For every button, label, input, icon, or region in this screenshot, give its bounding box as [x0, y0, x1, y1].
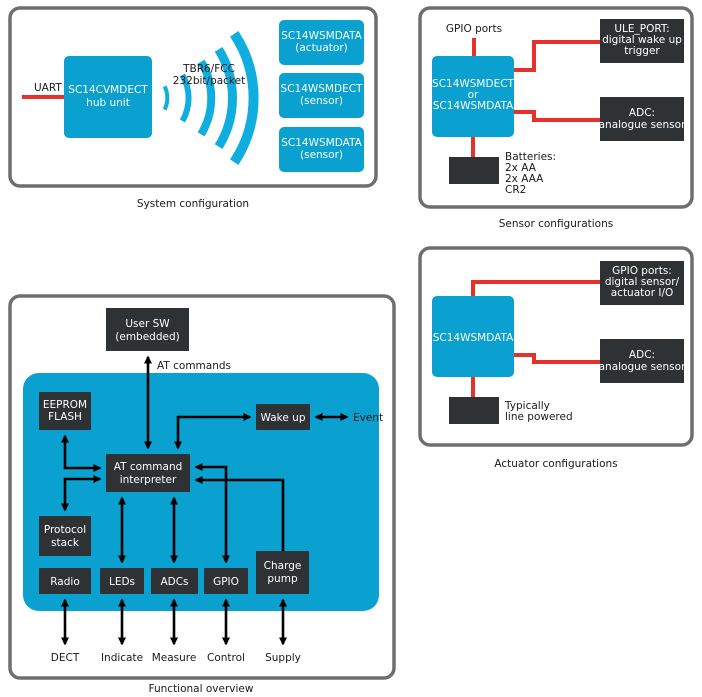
actuator-configurations-caption: Actuator configurations: [494, 458, 617, 470]
power-line-2: line powered: [505, 411, 573, 423]
node-sensor-1-role: (sensor): [300, 95, 343, 107]
gpio-label: GPIO: [213, 576, 239, 588]
link-protocol: TBR6/FCC: [182, 63, 235, 75]
at-interpreter-box: [106, 454, 190, 492]
battery-icon: [449, 157, 499, 184]
power-line-1: Typically: [504, 400, 550, 412]
actuator-adc-line-1: ADC:: [629, 349, 655, 361]
link-packet: 232bit/packet: [173, 75, 245, 87]
protocol-line-1: Protocol: [44, 524, 86, 536]
sensor-module-line-2: or: [468, 89, 479, 101]
actuator-adc-line-2: analogue sensor: [599, 361, 686, 373]
system-configuration-panel: UART SC14CVMDECT hub unit TBR6/FCC 232bi…: [8, 6, 378, 188]
at-interpreter-line-2: interpreter: [120, 474, 177, 486]
batteries-line-4: CR2: [505, 184, 526, 196]
radio-waves-icon: [162, 31, 259, 165]
charge-pump-arrow: [194, 476, 285, 551]
sensor-adc-line-1: ADC:: [629, 107, 655, 119]
eeprom-line-2: FLASH: [48, 411, 82, 423]
output-supply: Supply: [265, 652, 301, 664]
at-interpreter-line-1: AT command: [114, 461, 183, 473]
node-sensor-2-name: SC14WSMDATA: [281, 137, 362, 149]
output-dect: DECT: [51, 652, 80, 664]
ule-port-box: [600, 19, 684, 63]
charge-pump-line-2: pump: [267, 573, 298, 585]
node-actuator-box: [279, 20, 364, 65]
charge-pump-line-1: Charge: [264, 560, 302, 572]
output-control: Control: [207, 652, 245, 664]
protocol-stack-box: [39, 516, 91, 556]
leds-label: LEDs: [109, 576, 135, 588]
node-sensor-2-box: [279, 127, 364, 172]
output-indicate: Indicate: [101, 652, 143, 664]
functional-overview-caption: Functional overview: [149, 683, 254, 695]
batteries-line-2: 2x AA: [505, 162, 537, 174]
ule-port-line-1: ULE_PORT:: [614, 23, 669, 35]
actuator-gpio-line-1: GPIO ports:: [612, 265, 672, 277]
hub-unit-box: [64, 56, 152, 138]
user-sw-line-2: (embedded): [115, 331, 179, 343]
actuator-configurations-panel: SC14WSMDATA GPIO ports: digital sensor/ …: [418, 246, 694, 447]
user-sw-box: [106, 308, 189, 351]
leds-box: [100, 568, 144, 594]
sensor-adc-line-2: analogue sensor: [599, 119, 686, 131]
sensor-adc-box: [600, 97, 684, 141]
uart-label: UART: [34, 82, 62, 94]
actuator-module-label: SC14WSMDATA: [433, 332, 514, 344]
actuator-gpio-line-3: actuator I/O: [611, 287, 674, 299]
actuator-gpio-box: [600, 261, 684, 305]
output-measure: Measure: [152, 652, 197, 664]
gpio-arrow: [194, 463, 230, 564]
node-sensor-2-role: (sensor): [300, 149, 343, 161]
radio-box: [39, 568, 91, 594]
actuator-gpio-line-2: digital sensor/: [605, 276, 680, 288]
node-actuator-name: SC14WSMDATA: [281, 30, 362, 42]
sensor-module-line-1: SC14WSMDECT: [432, 78, 515, 90]
node-sensor-1-name: SC14WSMDECT: [281, 83, 364, 95]
sensor-module-line-3: SC14WSMDATA: [433, 100, 514, 112]
radio-label: Radio: [50, 576, 80, 588]
sensor-gpio-label: GPIO ports: [446, 23, 502, 35]
node-sensor-1-box: [279, 73, 364, 118]
hub-subtitle: hub unit: [86, 97, 130, 109]
hub-name: SC14CVMDECT: [68, 84, 148, 96]
protocol-line-2: stack: [51, 537, 80, 549]
batteries-line-3: 2x AAA: [505, 173, 544, 185]
wake-up-label: Wake up: [261, 412, 306, 424]
adcs-box: [151, 568, 198, 594]
eeprom-flash-box: [39, 392, 91, 430]
wake-up-arrow: [174, 413, 252, 450]
sensor-configurations-panel: GPIO ports SC14WSMDECT or SC14WSMDATA UL…: [418, 6, 694, 209]
gpio-box: [204, 568, 248, 594]
ule-port-line-2: digital wake up: [602, 34, 682, 46]
actuator-module-box: [432, 296, 514, 377]
sensor-configurations-caption: Sensor configurations: [499, 218, 613, 230]
system-configuration-caption: System configuration: [137, 198, 249, 210]
actuator-adc-box: [600, 339, 684, 383]
charge-pump-box: [256, 551, 309, 594]
at-commands-label: AT commands: [157, 360, 231, 372]
protocol-arrow: [61, 475, 102, 512]
wake-up-box: [256, 404, 310, 430]
power-source-icon: [449, 397, 499, 424]
functional-overview-panel: User SW (embedded) AT commands EEPROM FL…: [8, 294, 396, 680]
eeprom-arrow: [61, 434, 102, 472]
eeprom-line-1: EEPROM: [43, 399, 87, 411]
adcs-label: ADCs: [160, 576, 188, 588]
ule-port-line-3: trigger: [624, 45, 660, 57]
user-sw-line-1: User SW: [125, 318, 170, 330]
node-actuator-role: (actuator): [295, 42, 347, 54]
sensor-module-box: [432, 56, 514, 137]
batteries-line-1: Batteries:: [505, 151, 556, 163]
event-label: Event: [353, 412, 383, 424]
